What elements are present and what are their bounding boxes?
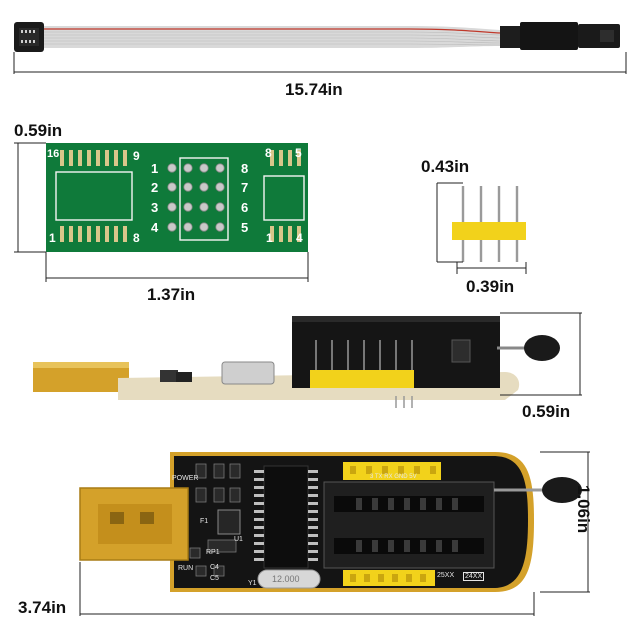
power-label: POWER <box>172 475 199 482</box>
adapter-pin-1-label: 1 <box>49 231 56 245</box>
chip-25xx-label: 25XX <box>437 572 455 579</box>
programmer-top-view <box>79 452 582 592</box>
ribbon-cable <box>14 22 620 52</box>
chip-24xx-label: 24XX <box>463 572 485 581</box>
c4-label: C4 <box>210 564 219 571</box>
programmer-height-label: 0.59in <box>522 402 571 421</box>
run-label: RUN <box>178 565 194 572</box>
adapter-pin-9-label: 9 <box>133 149 140 163</box>
dip-left-label-4: 4 <box>151 220 159 235</box>
crystal-label: 12.000 <box>272 574 300 584</box>
sop8-pin-4-label: 4 <box>296 231 303 245</box>
programmer-side-view <box>33 316 560 408</box>
dip-right-label-8: 8 <box>241 161 249 176</box>
dip-right-label-7: 7 <box>241 180 249 195</box>
side-dimension-lines <box>500 312 582 396</box>
adapter-pin-16-label: 16 <box>47 148 60 160</box>
dip-right-label-6: 6 <box>241 200 249 215</box>
sop8-pin-8-label: 8 <box>265 146 272 160</box>
pin-header-label: 3 TX RX GND 5V <box>370 474 417 480</box>
u1-label: U1 <box>234 536 243 543</box>
y1-label: Y1 <box>248 580 257 587</box>
sop8-pin-1-label: 1 <box>266 231 273 245</box>
adapter-board <box>46 143 308 252</box>
adapter-pin-8-label: 8 <box>133 231 140 245</box>
programmer-width-label: 1.06in <box>574 485 593 534</box>
adapter-width-label: 1.37in <box>147 285 196 304</box>
cable-dimension-line <box>13 52 627 74</box>
header-width-label: 0.39in <box>466 277 515 296</box>
header-height-label: 0.43in <box>421 157 470 176</box>
f1-label: F1 <box>200 518 209 525</box>
dip-left-label-3: 3 <box>151 200 159 215</box>
c5-label: C5 <box>210 575 219 582</box>
header-dimension-lines <box>436 182 527 274</box>
cable-length-label: 15.74in <box>285 80 343 99</box>
dip-left-label-1: 1 <box>151 161 159 176</box>
adapter-dimension-lines <box>14 142 309 282</box>
dip-right-label-5: 5 <box>241 220 249 235</box>
top-dimension-lines <box>79 451 590 616</box>
sop8-pin-5-label: 5 <box>295 146 302 160</box>
dip-left-label-2: 2 <box>151 180 159 195</box>
programmer-length-label: 3.74in <box>18 598 67 617</box>
rp1-label: RP1 <box>206 549 220 556</box>
pin-header <box>452 186 526 262</box>
adapter-height-label: 0.59in <box>14 121 63 140</box>
